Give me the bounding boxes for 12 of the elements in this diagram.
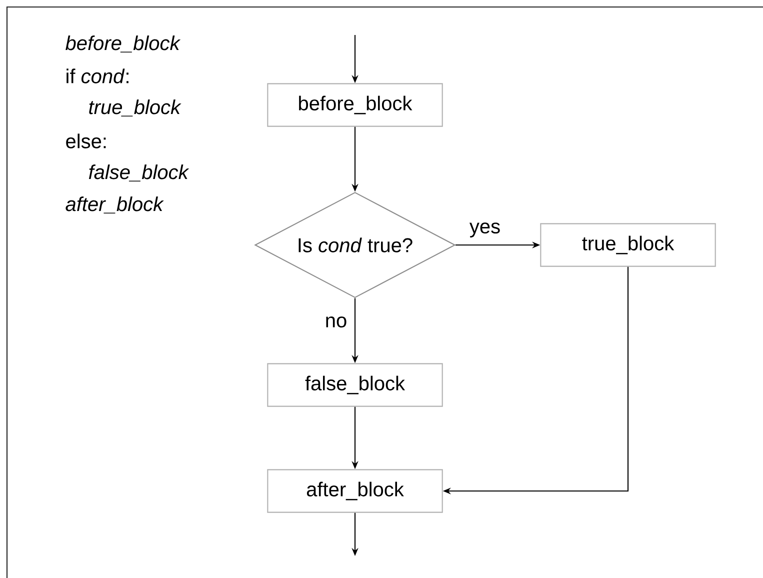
code-line: true_block — [89, 100, 182, 116]
code-line: else: — [66, 134, 106, 148]
edge-label: no — [324, 315, 348, 329]
process-box: before_block — [267, 83, 443, 127]
code-line: false_block — [88, 164, 190, 182]
edge-label: yes — [468, 221, 502, 239]
code-line: if cond: — [66, 68, 128, 84]
code-line: before_block — [66, 36, 181, 52]
process-box: false_block — [267, 363, 443, 407]
code-line: after_block — [66, 196, 164, 214]
process-box: after_block — [267, 469, 443, 513]
process-box: true_block — [540, 223, 716, 267]
